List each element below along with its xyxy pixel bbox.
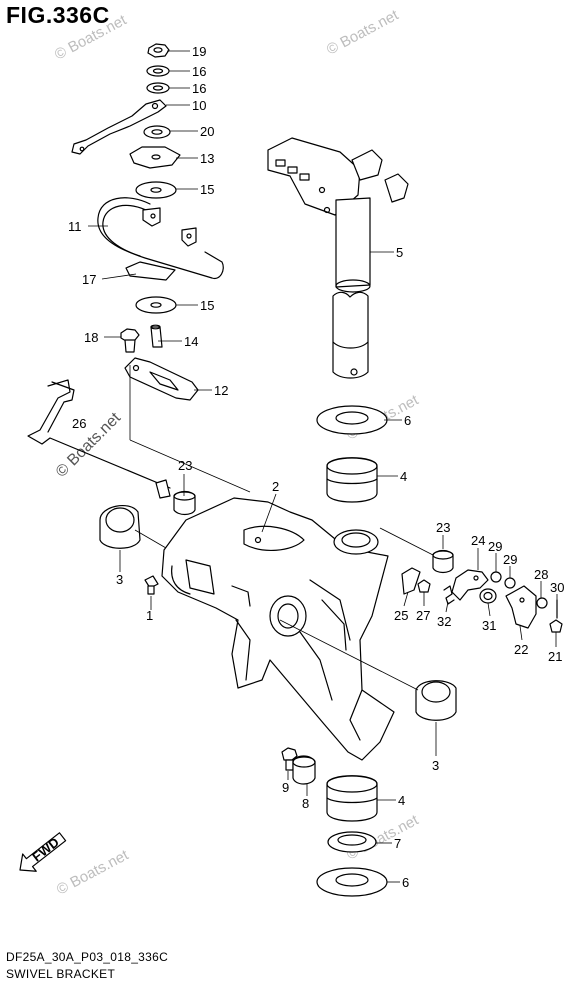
plate-13 [129, 146, 181, 169]
lever-10 [71, 99, 167, 155]
callout-9: 9 [282, 780, 289, 795]
callout-25: 25 [394, 608, 408, 623]
callout-4-upper: 4 [400, 469, 407, 484]
callout-23-right: 23 [436, 520, 450, 535]
washer-16-upper [146, 65, 170, 77]
bracket-25 [401, 567, 421, 595]
callout-17: 17 [82, 272, 96, 287]
watermarks: © Boats.net © Boats.net © Boats.net © Bo… [52, 6, 422, 898]
callout-16-lower: 16 [192, 81, 206, 96]
washer-6-lower [316, 867, 388, 897]
watermark-center: © Boats.net [53, 409, 125, 481]
washer-6-upper [316, 405, 388, 435]
callout-12: 12 [214, 383, 228, 398]
spring-32 [443, 585, 455, 605]
forward-arrow: FWD [19, 832, 67, 872]
callout-4-lower: 4 [398, 793, 405, 808]
bushing-3-left [99, 504, 141, 549]
callout-19: 19 [192, 44, 206, 59]
plate-22 [505, 585, 537, 629]
bolt-9 [281, 747, 298, 771]
callout-26: 26 [72, 416, 86, 431]
callout-2: 2 [272, 479, 279, 494]
collar-8 [292, 755, 316, 785]
callout-6-upper: 6 [404, 413, 411, 428]
callout-11: 11 [68, 219, 82, 234]
callout-27: 27 [416, 608, 430, 623]
nut-21 [549, 619, 563, 633]
washer-15-upper [135, 181, 177, 199]
handle-11 [97, 197, 224, 280]
callout-6-lower: 6 [402, 875, 409, 890]
callout-22: 22 [514, 642, 528, 657]
watermark-bottom-left: © Boats.net [54, 846, 132, 898]
callout-23-left: 23 [178, 458, 192, 473]
callout-29-b: 29 [503, 552, 517, 567]
bushing-4-upper [326, 457, 378, 503]
bushing-3-right [415, 680, 457, 721]
watermark-top-left: © Boats.net [52, 11, 130, 63]
figure-name: SWIVEL BRACKET [6, 967, 116, 981]
callout-1: 1 [146, 608, 153, 623]
collar-31 [479, 588, 497, 604]
callout-5: 5 [396, 245, 403, 260]
callout-29-a: 29 [488, 539, 502, 554]
bolt-18 [120, 328, 140, 353]
callout-10: 10 [192, 98, 206, 113]
watermark-top-right: © Boats.net [324, 6, 402, 58]
bushing-23-left [173, 490, 196, 516]
lever-24 [451, 569, 489, 601]
washer-7 [327, 831, 377, 853]
grease-nipple-1 [144, 575, 159, 595]
tilt-rod-26 [27, 379, 171, 499]
washer-15-lower [135, 296, 177, 314]
callout-18: 18 [84, 330, 98, 345]
pin-14 [150, 324, 163, 348]
bushing-23-right [432, 549, 454, 574]
figure-title: FIG.336C [6, 2, 110, 28]
callout-30: 30 [550, 580, 564, 595]
steering-shaft-5 [267, 137, 409, 379]
washer-29-a [490, 571, 502, 583]
callout-13: 13 [200, 151, 214, 166]
washer-20 [143, 125, 171, 139]
swivel-bracket-2 [161, 497, 395, 761]
figure-code: DF25A_30A_P03_018_336C [6, 950, 169, 964]
callout-15-lower: 15 [200, 298, 214, 313]
callout-31: 31 [482, 618, 496, 633]
callout-labels: 19 16 16 10 20 13 15 11 17 15 18 14 12 5… [68, 44, 564, 890]
callout-21: 21 [548, 649, 562, 664]
bolt-27 [417, 579, 431, 593]
callout-7: 7 [394, 836, 401, 851]
callout-28: 28 [534, 567, 548, 582]
washer-29-b [504, 577, 516, 589]
bracket-12 [124, 357, 199, 401]
callout-15-upper: 15 [200, 182, 214, 197]
washer-16-lower [146, 82, 170, 94]
washer-28 [536, 597, 548, 609]
callout-3-left: 3 [116, 572, 123, 587]
leader-lines [88, 50, 558, 883]
callout-20: 20 [200, 124, 214, 139]
callout-8: 8 [302, 796, 309, 811]
callout-32: 32 [437, 614, 451, 629]
callout-3-right: 3 [432, 758, 439, 773]
callout-16-upper: 16 [192, 64, 206, 79]
callout-24: 24 [471, 533, 485, 548]
callout-14: 14 [184, 334, 198, 349]
bushing-4-lower [326, 775, 378, 822]
nut-19 [147, 43, 170, 58]
